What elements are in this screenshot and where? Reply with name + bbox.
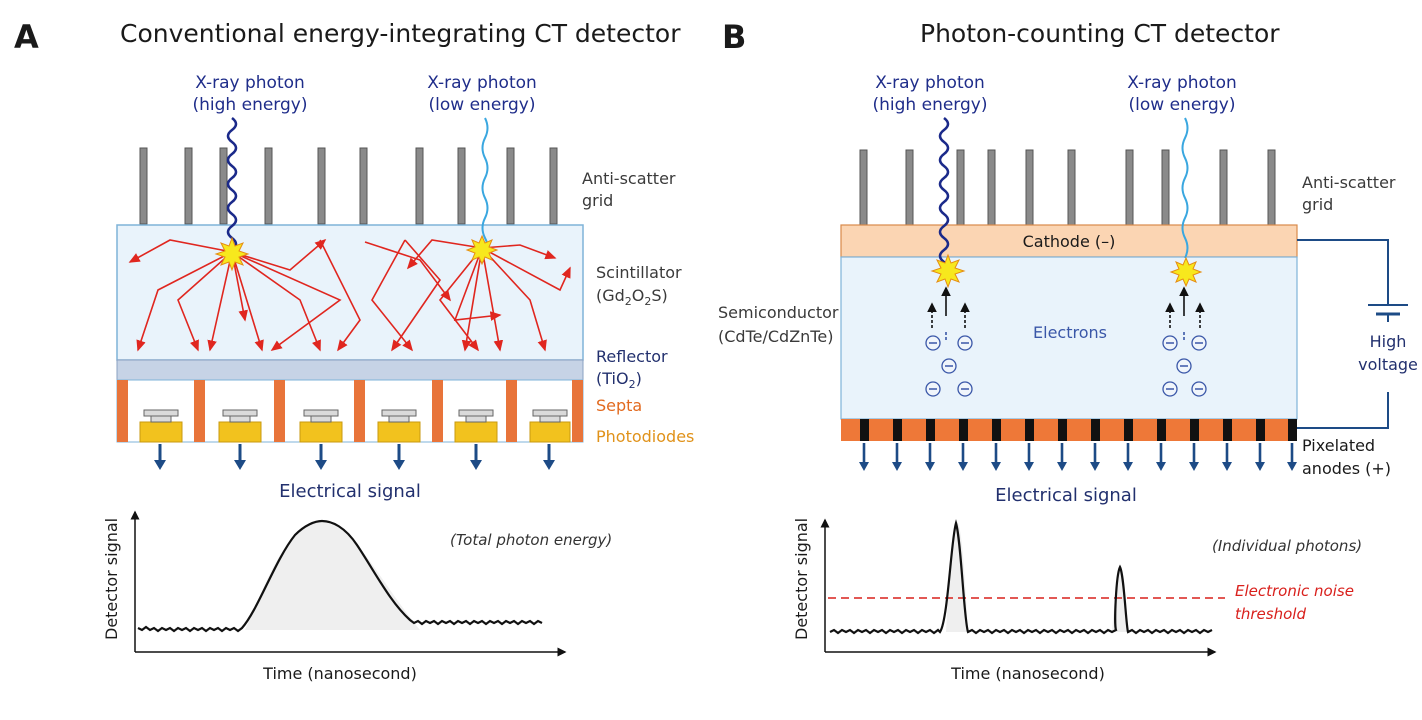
- b-high-voltage-circuit: [1297, 239, 1408, 429]
- b-output-arrows: [859, 443, 1297, 471]
- a-photodiodes: [139, 421, 571, 443]
- b-electron-drift-arrows: [927, 286, 1205, 342]
- b-x-axis-label: Time (nanosecond): [950, 664, 1105, 683]
- b-anti-scatter-grid: [859, 149, 1276, 226]
- b-photon-high-wave: [938, 116, 950, 274]
- a-grid-label-1: Anti-scatter: [582, 169, 676, 188]
- a-reflector-label-1: Reflector: [596, 347, 668, 366]
- b-burst-high-icon: [930, 253, 966, 289]
- a-photon-low-label-2: (low energy): [429, 95, 536, 115]
- b-anodes-label-2: anodes (+): [1302, 459, 1391, 478]
- a-grid-label-2: grid: [582, 191, 613, 210]
- a-photon-high-label-2: (high energy): [193, 95, 308, 115]
- b-signal-curve: [829, 519, 1213, 635]
- a-photodiode-caps: [143, 409, 568, 423]
- panel-b-letter: B: [722, 18, 746, 56]
- a-x-axis-label: Time (nanosecond): [262, 664, 417, 683]
- b-photon-low-wave: [1181, 117, 1189, 259]
- a-scintillator-label-1: Scintillator: [596, 263, 682, 282]
- panel-a-letter: A: [14, 18, 39, 56]
- a-photon-high-wave: [226, 116, 238, 252]
- a-burst-low-icon: [465, 234, 499, 266]
- a-signal-curve: [137, 519, 543, 633]
- panel-b-title: Photon-counting CT detector: [920, 19, 1280, 48]
- b-semiconductor: [840, 256, 1298, 420]
- a-reflector: [116, 359, 584, 381]
- b-photon-high-label-1: X-ray photon: [875, 73, 985, 93]
- a-anti-scatter-grid: [139, 147, 558, 225]
- b-threshold-label-2: threshold: [1235, 605, 1306, 623]
- a-reflector-label-2: (TiO2): [596, 369, 642, 391]
- b-threshold-label-1: Electronic noise: [1235, 582, 1354, 600]
- a-plot-note: (Total photon energy): [450, 531, 612, 549]
- a-scintillator-label-2: (Gd2O2S): [596, 286, 668, 308]
- b-electrons-label: Electrons: [1033, 323, 1107, 342]
- a-output-arrows: [154, 444, 555, 470]
- a-septa-label: Septa: [596, 396, 642, 415]
- b-signal-plot: [820, 518, 1225, 657]
- a-light-rays: [128, 238, 571, 352]
- b-high-voltage-label-1: High: [1370, 332, 1407, 351]
- panel-a-title: Conventional energy-integrating CT detec…: [120, 19, 681, 48]
- a-scintillator: [116, 224, 584, 361]
- b-high-voltage-label-2: voltage: [1358, 355, 1418, 374]
- b-anode-strip: [841, 419, 1297, 441]
- b-grid-label-2: grid: [1302, 195, 1333, 214]
- a-photon-low-wave: [481, 117, 489, 248]
- b-grid-label-1: Anti-scatter: [1302, 173, 1396, 192]
- b-photon-low-label-1: X-ray photon: [1127, 73, 1237, 93]
- b-anode-pixels: [860, 419, 1297, 441]
- b-photon-low-label-2: (low energy): [1129, 95, 1236, 115]
- a-burst-high-icon: [214, 236, 250, 272]
- a-photodiodes-label: Photodiodes: [596, 427, 694, 446]
- b-semiconductor-label-1: Semiconductor: [718, 303, 839, 322]
- b-photon-high-label-2: (high energy): [873, 95, 988, 115]
- b-electrical-signal-label: Electrical signal: [995, 485, 1137, 506]
- b-semiconductor-label-2: (CdTe/CdZnTe): [718, 327, 833, 346]
- a-photon-low-label-1: X-ray photon: [427, 73, 537, 93]
- b-y-axis-label: Detector signal: [792, 518, 811, 640]
- b-electron-minus-signs: [929, 342, 1203, 390]
- a-y-axis-label: Detector signal: [102, 518, 121, 640]
- a-septa: [117, 380, 583, 442]
- a-signal-plot: [130, 510, 567, 657]
- b-plot-note: (Individual photons): [1212, 537, 1362, 555]
- b-anodes-label-1: Pixelated: [1302, 436, 1375, 455]
- b-cathode-label: Cathode (–): [1023, 232, 1116, 251]
- b-burst-low-icon: [1169, 256, 1203, 288]
- b-cathode: [840, 224, 1298, 258]
- a-photon-high-label-1: X-ray photon: [195, 73, 305, 93]
- a-electrical-signal-label: Electrical signal: [279, 481, 421, 502]
